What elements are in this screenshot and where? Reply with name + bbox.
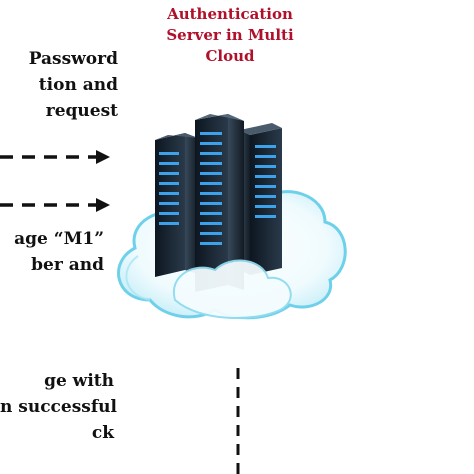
dashed-arrow-1	[0, 150, 110, 164]
request-text: Password tion and request	[0, 46, 118, 124]
server-label-line: Server in Multi	[166, 26, 294, 44]
request-text-line: Password	[28, 49, 118, 69]
dashed-arrow-2	[0, 198, 110, 212]
cloud-front-lobe	[172, 259, 292, 319]
response-text-line: n successful	[0, 397, 117, 417]
server-rack-icon	[155, 114, 282, 292]
server-label: Authentication Server in Multi Cloud	[140, 4, 320, 67]
request-text-line: request	[45, 101, 118, 121]
response-text-line: ck	[91, 423, 114, 443]
message-text: age “M1” ber and	[0, 226, 104, 278]
response-text: ge with n successful ck	[0, 368, 117, 446]
response-text-line: ge with	[44, 371, 114, 391]
message-text-line: age “M1”	[14, 229, 104, 249]
message-text-line: ber and	[31, 255, 104, 275]
server-label-line: Cloud	[205, 47, 255, 65]
request-text-line: tion and	[38, 75, 118, 95]
server-label-line: Authentication	[167, 5, 293, 23]
